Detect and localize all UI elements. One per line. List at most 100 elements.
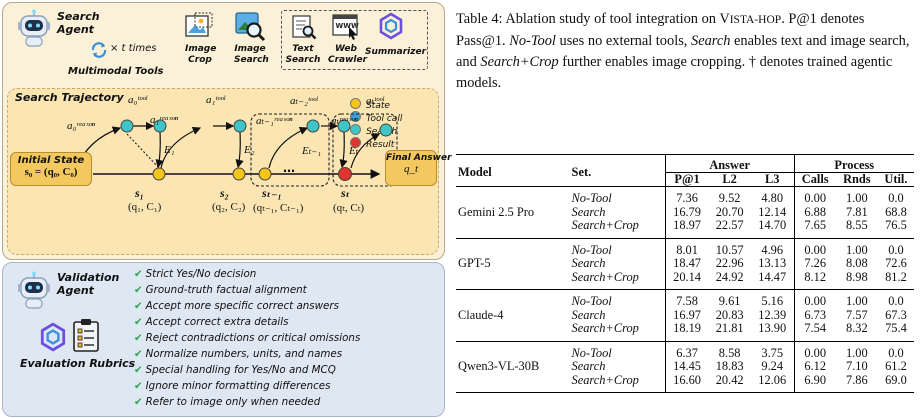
search-node [379,123,393,137]
header-process-group: Process [793,154,914,173]
process-cell: 8.98 [846,269,868,284]
setting-name: No-Tool [571,345,612,360]
check-icon: ✔ [134,284,143,296]
reason-label-1: a₁ʳᵉᵃˢᵒⁿ [150,114,178,126]
process-cell: 7.26 [793,256,836,271]
search-node [233,119,247,133]
answer-cell: 9.24 [761,359,784,373]
process-cell: 76.5 [885,218,907,232]
check-icon: ✔ [134,332,143,344]
process-cell: 0.0 [888,345,904,360]
answer-cell: 5.16 [761,294,784,308]
setting-name: Search+Crop [571,218,639,232]
state-node [258,167,272,181]
header-col: L2 [722,172,737,186]
tool-label-text-search: Text Search [285,44,321,65]
evidence-label-t-1: Eₜ₋₁ [302,145,322,157]
robot-icon [18,9,50,47]
rubric-item: ✔Ignore minor formatting differences [134,380,331,392]
result-node [338,167,352,181]
process-cell: 8.08 [846,256,868,270]
process-cell: 1.00 [846,345,868,360]
multimodal-tools-label: Multimodal Tools [68,66,164,77]
final-answer-box: Final Answer q_t [385,150,452,186]
evidence-label-t: Eₜ [349,145,359,157]
trajectory-title: Search Trajectory [15,91,124,104]
answer-cell: 8.01 [664,238,709,257]
search-agent-label: Search Agent [57,10,100,36]
rubric-item: ✔Special handling for Yes/No and MCQ [134,364,336,376]
process-cell: 0.0 [888,294,904,308]
rubric-item: ✔Refer to image only when needed [134,396,321,408]
process-cell: 8.32 [846,321,868,335]
state-tuple-1: (q₁, C₁) [128,201,162,213]
tool-label-0: a₀ᵗᵒᵒˡ [128,94,147,106]
process-cell: 7.57 [846,307,868,322]
process-cell: 8.55 [846,218,868,232]
state-tuple-t-1: (qₜ₋₁, Cₜ₋₁) [253,202,304,214]
table-section: Table 4: Ablation study of tool integrat… [456,0,921,418]
process-cell: 7.10 [846,359,868,373]
setting-name: Search [571,359,606,373]
model-name: Gemini 2.5 Pro [458,204,535,219]
summarizer-icon [379,12,403,40]
tool-label-1: a₁ᵗᵒᵒˡ [206,94,225,106]
search-node [153,119,167,133]
process-cell: 6.88 [793,205,836,219]
process-cell: 1.00 [846,242,868,257]
answer-cell: 9.61 [718,294,741,308]
state-tuple-2: (q₂, C₂) [212,201,246,213]
answer-cell: 12.06 [758,372,787,387]
text-search-icon [292,15,317,40]
process-cell: 6.73 [793,308,836,322]
rubric-item: ✔Normalize numbers, units, and names [134,348,343,360]
search-node [120,119,134,133]
process-cell: 6.12 [793,359,836,374]
setting-name: No-Tool [571,242,612,257]
tool-label-image-search: Image Search [234,44,269,65]
answer-cell: 14.45 [664,359,709,374]
evidence-label-2: E₂ [244,144,255,156]
rubric-item: ✔Reject contradictions or critical omiss… [134,332,361,344]
dashed-group-t [332,113,398,187]
header-setting: Set. [571,165,592,179]
header-col: P@1 [664,172,709,187]
answer-cell: 14.70 [758,218,787,232]
answer-cell: 18.97 [664,218,709,238]
answer-cell: 22.57 [715,218,744,232]
ablation-table: Model Set. Answer Process P@1 L2 L3 Call… [456,154,914,393]
reason-label-t-1: aₜ₋₁ʳᵉᵃˢᵒⁿ [256,115,293,127]
process-cell: 81.2 [885,269,907,284]
header-col: Util. [884,172,908,186]
image-crop-icon [185,12,213,37]
answer-cell: 16.60 [664,373,709,393]
model-name: GPT-5 [458,256,491,271]
process-cell: 6.90 [793,373,836,393]
state-label-1: s₁ [135,186,144,200]
state-label-t-1: sₜ₋₁ [262,186,282,200]
process-cell: 0.00 [793,341,836,360]
trajectory-graph [76,113,398,187]
table-row: Search+Crop 18.97 22.57 14.70 7.65 8.55 76.5 [456,218,914,238]
clipboard-checklist-icon [73,319,99,352]
state-node [232,167,246,181]
process-cell: 0.0 [888,191,904,205]
answer-cell: 6.37 [664,341,709,360]
legend-item-tool-call: Tool call [350,106,402,124]
check-icon: ✔ [134,364,143,376]
robot-icon [18,271,50,309]
answer-cell: 20.70 [715,204,744,219]
answer-cell: 16.79 [664,205,709,219]
rubric-item: ✔Accept more specific correct answers [134,300,339,312]
tool-label-summarizer: Summarizer [365,47,427,57]
process-cell: 1.00 [846,191,868,205]
header-model: Model [458,165,492,179]
process-cell: 7.65 [793,218,836,238]
setting-name: Search+Crop [571,321,639,335]
dashed-group-t-1 [250,113,330,187]
